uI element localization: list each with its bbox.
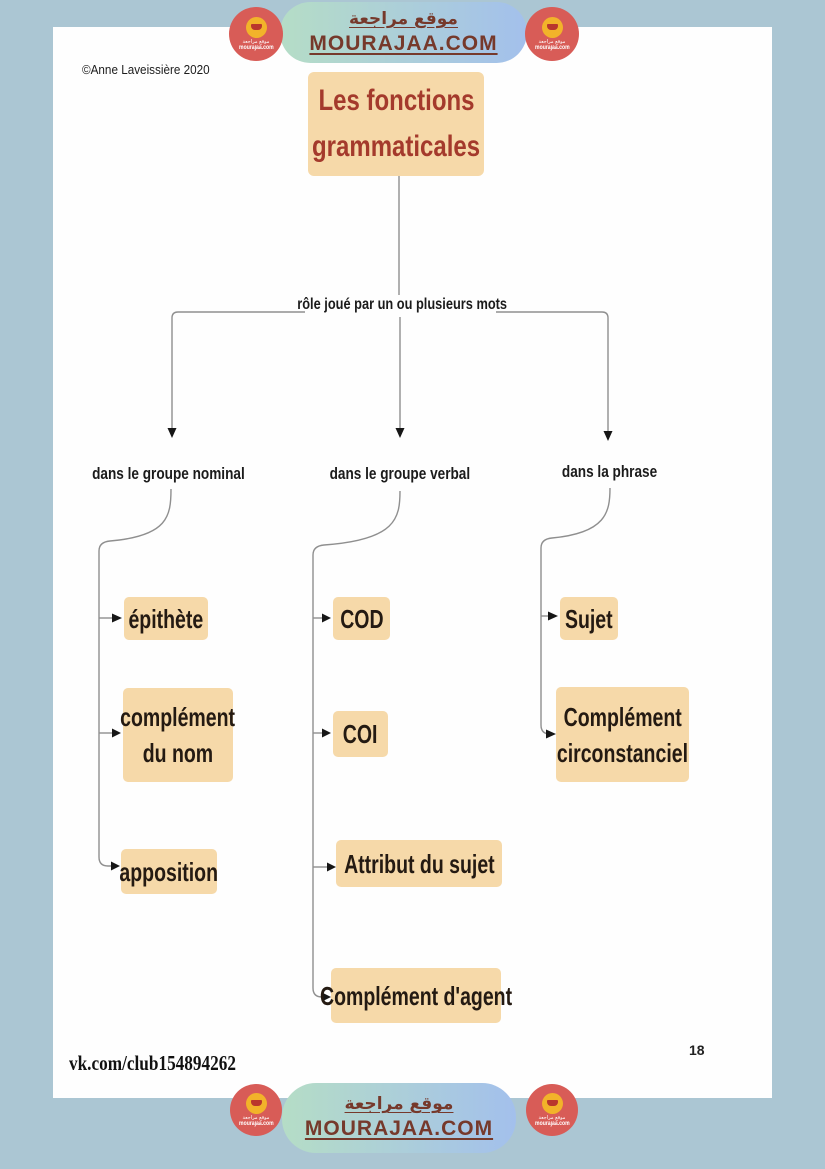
logo-domain-label: mourajaa.com [534, 1120, 570, 1127]
root-label: rôle joué par un ou plusieurs mots [297, 296, 507, 313]
header-arabic-text: موقع مراجعة [349, 8, 458, 29]
page-number: 18 [689, 1042, 705, 1058]
logo-inner-circle [541, 1092, 563, 1114]
logo-inner-circle [541, 16, 563, 38]
book-icon [250, 24, 262, 30]
header-banner: موقع مراجعة MOURAJAA.COM [280, 2, 527, 63]
diagram-title-line2: grammaticales [311, 130, 481, 163]
node-complement-du-nom: complément du nom [121, 688, 235, 782]
book-icon [250, 1100, 262, 1106]
node-coi: COI [333, 711, 388, 757]
node-cod: COD [333, 597, 390, 640]
header-logo-right: موقع مراجعة mourajaa.com [525, 7, 579, 61]
diagram-title: Les fonctions grammaticales [308, 72, 484, 176]
node-complement-d-agent: Complément d'agent [320, 968, 512, 1023]
book-icon [546, 1100, 558, 1106]
vk-watermark: vk.com/club154894262 [69, 1051, 236, 1075]
node-apposition: apposition [120, 849, 218, 894]
logo-arabic-label: موقع مراجعة [538, 1114, 566, 1121]
footer-banner: موقع مراجعة MOURAJAA.COM [282, 1083, 516, 1153]
footer-logo-right: موقع مراجعة mourajaa.com [526, 1084, 578, 1136]
branch-label-phrase: dans la phrase [562, 462, 658, 481]
footer-logo-left: موقع مراجعة mourajaa.com [230, 1084, 282, 1136]
node-epithete: épithète [124, 597, 208, 640]
header-logo-left: موقع مراجعة mourajaa.com [229, 7, 283, 61]
document-page [53, 27, 772, 1098]
logo-arabic-label: موقع مراجعة [242, 38, 270, 45]
branch-label-groupe-nominal: dans le groupe nominal [91, 464, 245, 483]
node-complement-circonstanciel: Complément circonstanciel [556, 687, 689, 782]
logo-domain-label: mourajaa.com [238, 44, 274, 51]
header-site-link: MOURAJAA.COM [309, 31, 498, 55]
logo-inner-circle [245, 16, 267, 38]
logo-inner-circle [245, 1092, 267, 1114]
node-attribut-du-sujet: Attribut du sujet [336, 840, 502, 887]
logo-domain-label: mourajaa.com [238, 1120, 274, 1127]
node-sujet: Sujet [560, 597, 618, 640]
logo-arabic-label: موقع مراجعة [538, 38, 566, 45]
diagram-title-line1: Les fonctions [318, 84, 475, 117]
branch-label-groupe-verbal: dans le groupe verbal [329, 464, 471, 483]
copyright-text: ©Anne Laveissière 2020 [82, 62, 210, 77]
book-icon [546, 24, 558, 30]
logo-domain-label: mourajaa.com [534, 44, 570, 51]
logo-arabic-label: موقع مراجعة [242, 1114, 270, 1121]
footer-site-link: MOURAJAA.COM [304, 1117, 494, 1141]
footer-arabic-text: موقع مراجعة [344, 1094, 454, 1115]
